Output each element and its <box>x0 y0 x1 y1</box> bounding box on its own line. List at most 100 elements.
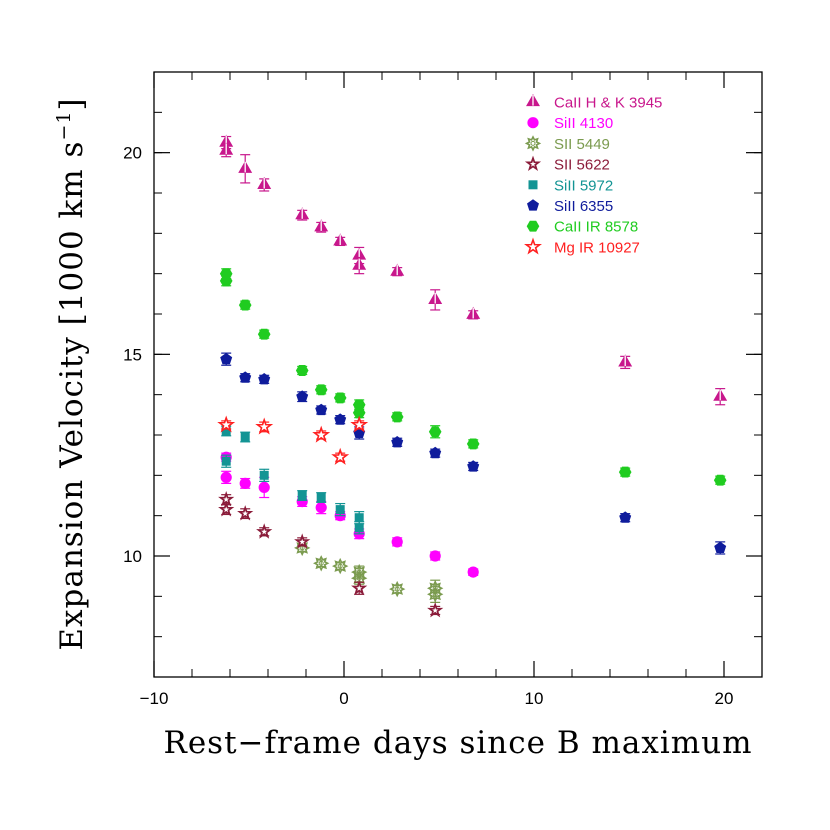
data-point <box>335 505 345 515</box>
data-point <box>427 601 444 618</box>
x-tick-label: 20 <box>715 689 734 708</box>
data-point <box>312 425 331 443</box>
data-point <box>429 550 441 562</box>
data-point <box>314 384 328 396</box>
data-point <box>352 407 366 419</box>
legend-item: CaII H & K 3945 <box>526 93 662 112</box>
y-axis-title: Expansion Velocity [1000 km s−1] <box>53 97 90 650</box>
data-point <box>257 328 271 340</box>
legend-item: SII 5622 <box>524 155 610 174</box>
legend-marker <box>526 220 540 232</box>
data-point <box>352 257 367 270</box>
legend-marker <box>524 237 542 255</box>
data-point <box>219 275 233 287</box>
legend-label: SiII 5972 <box>554 177 613 194</box>
legend-item: SII 5449 <box>524 135 610 153</box>
series-3 <box>218 490 444 618</box>
legend-marker <box>526 93 540 107</box>
data-point <box>259 470 269 480</box>
data-point <box>295 365 309 376</box>
data-point <box>294 533 311 549</box>
data-point <box>466 306 481 319</box>
y-axis-title-sup: −1 <box>53 111 75 141</box>
data-point <box>221 426 231 436</box>
legend-item: Mg IR 10927 <box>524 237 640 256</box>
data-point <box>220 471 232 483</box>
data-point <box>427 586 444 603</box>
legend-marker <box>528 180 538 190</box>
data-point <box>333 233 348 246</box>
data-point <box>258 373 271 385</box>
data-point <box>391 436 404 448</box>
series-6 <box>219 268 727 486</box>
data-point <box>467 566 479 578</box>
data-point <box>218 501 235 517</box>
x-axis-title: Rest−frame days since B maximum <box>163 725 752 761</box>
data-point <box>221 456 231 466</box>
data-point <box>258 481 270 493</box>
data-point <box>429 446 442 459</box>
series-2 <box>294 539 444 603</box>
data-point <box>618 466 632 478</box>
legend-label: SiII 6355 <box>554 198 613 215</box>
data-point <box>220 352 233 365</box>
legend-item: SiII 4130 <box>527 115 613 132</box>
x-tick-label: 10 <box>525 689 544 708</box>
data-point <box>391 536 403 548</box>
data-point <box>351 579 368 596</box>
data-point <box>296 390 309 402</box>
legend-item: SiII 5972 <box>528 177 613 194</box>
data-point <box>255 417 274 435</box>
legend-marker <box>524 155 542 171</box>
series-layer <box>217 134 728 618</box>
data-point <box>390 263 405 276</box>
x-tick-label: −10 <box>140 689 169 708</box>
legend-label: SII 5449 <box>554 136 610 153</box>
y-axis-title-main: Expansion Velocity [1000 km s <box>54 141 90 651</box>
data-point <box>237 505 254 521</box>
data-point <box>428 291 443 304</box>
data-point <box>257 176 272 189</box>
data-point <box>467 460 480 472</box>
data-point <box>334 413 347 425</box>
series-7 <box>217 415 369 465</box>
data-point <box>354 523 364 533</box>
data-point <box>239 477 251 489</box>
data-point <box>389 580 406 598</box>
data-point <box>238 160 253 173</box>
data-point <box>619 511 632 523</box>
data-point <box>466 438 480 450</box>
data-point <box>714 541 727 553</box>
legend-label: SII 5622 <box>554 157 610 174</box>
legend-item: SiII 6355 <box>527 198 613 215</box>
data-point <box>297 491 307 500</box>
legend-marker <box>527 199 539 211</box>
series-5 <box>220 352 727 555</box>
data-point <box>314 219 329 232</box>
y-tick-label: 20 <box>123 144 142 163</box>
y-tick-label: 10 <box>123 547 142 566</box>
data-point <box>313 555 330 572</box>
data-point <box>316 493 326 502</box>
x-tick-label: 0 <box>339 689 348 708</box>
y-tick-label: 15 <box>123 345 142 364</box>
data-point <box>333 392 347 404</box>
data-point <box>428 426 442 438</box>
legend-marker <box>524 135 542 152</box>
data-point <box>295 207 310 220</box>
legend-marker <box>527 117 539 129</box>
series-0 <box>219 134 728 406</box>
data-point <box>315 502 327 514</box>
data-point <box>332 557 349 575</box>
data-point <box>219 142 234 155</box>
axis-ticks: −10 0 10 20 10 15 20 <box>123 71 763 708</box>
data-point <box>256 523 273 539</box>
data-point <box>713 388 728 401</box>
data-point <box>354 513 364 523</box>
y-axis-title-close: ] <box>54 97 90 110</box>
legend-label: CaII H & K 3945 <box>554 95 662 112</box>
data-point <box>315 403 328 416</box>
data-point <box>390 411 404 423</box>
